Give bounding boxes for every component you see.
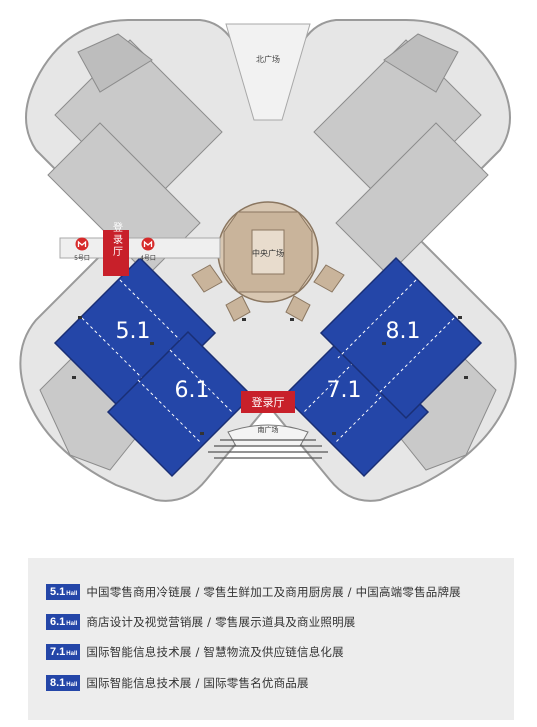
legend-text: 商店设计及视觉营销展 / 零售展示道具及商业照明展 <box>86 615 356 629</box>
hall-5-1[interactable]: 5.1 <box>53 256 217 420</box>
south-plaza-label: 南广场 <box>258 425 279 434</box>
hall-6-1-label: 6.1 <box>175 378 210 403</box>
hall-8-1-label: 8.1 <box>386 319 421 344</box>
entrance-markers <box>72 316 468 435</box>
metro-icon <box>141 237 155 251</box>
legend-text: 国际智能信息技术展 / 智慧物流及供应链信息化展 <box>86 645 344 659</box>
registration-hall-west[interactable]: 登录厅 <box>103 221 129 276</box>
legend-text: 国际智能信息技术展 / 国际零售名优商品展 <box>86 676 309 690</box>
hall-6-1[interactable]: 6.1 <box>106 330 254 478</box>
plaza-connectors <box>191 264 345 322</box>
metro-exit-4-label: 4号口 <box>140 255 156 262</box>
registration-west-label: 登录厅 <box>111 221 123 258</box>
venue-map: 北广场 5.1 6.1 7.1 <box>19 19 517 502</box>
metro-icon <box>75 237 89 251</box>
central-plaza[interactable]: 中央广场 <box>217 201 319 303</box>
hall-7-1-label: 7.1 <box>327 378 362 403</box>
north-plaza: 北广场 <box>225 23 311 121</box>
metro-exit-5[interactable]: 5号口 <box>74 237 90 263</box>
north-plaza-label: 北广场 <box>256 54 280 64</box>
west-corridor <box>59 237 221 259</box>
central-plaza-label: 中央广场 <box>252 248 284 258</box>
registration-hall-south[interactable]: 登录厅 <box>241 391 295 413</box>
metro-exit-4[interactable]: 4号口 <box>140 237 156 263</box>
registration-south-label: 登录厅 <box>252 395 285 409</box>
legend-text: 中国零售商用冷链展 / 零售生鲜加工及商用厨房展 / 中国高端零售品牌展 <box>86 585 461 599</box>
metro-exit-5-label: 5号口 <box>74 255 90 262</box>
south-plaza: 南广场 <box>208 424 328 459</box>
hall-gray-nw <box>47 33 223 276</box>
hall-5-1-label: 5.1 <box>116 319 151 344</box>
hall-8-1[interactable]: 8.1 <box>319 256 483 420</box>
hall-gray-ne <box>313 33 489 276</box>
